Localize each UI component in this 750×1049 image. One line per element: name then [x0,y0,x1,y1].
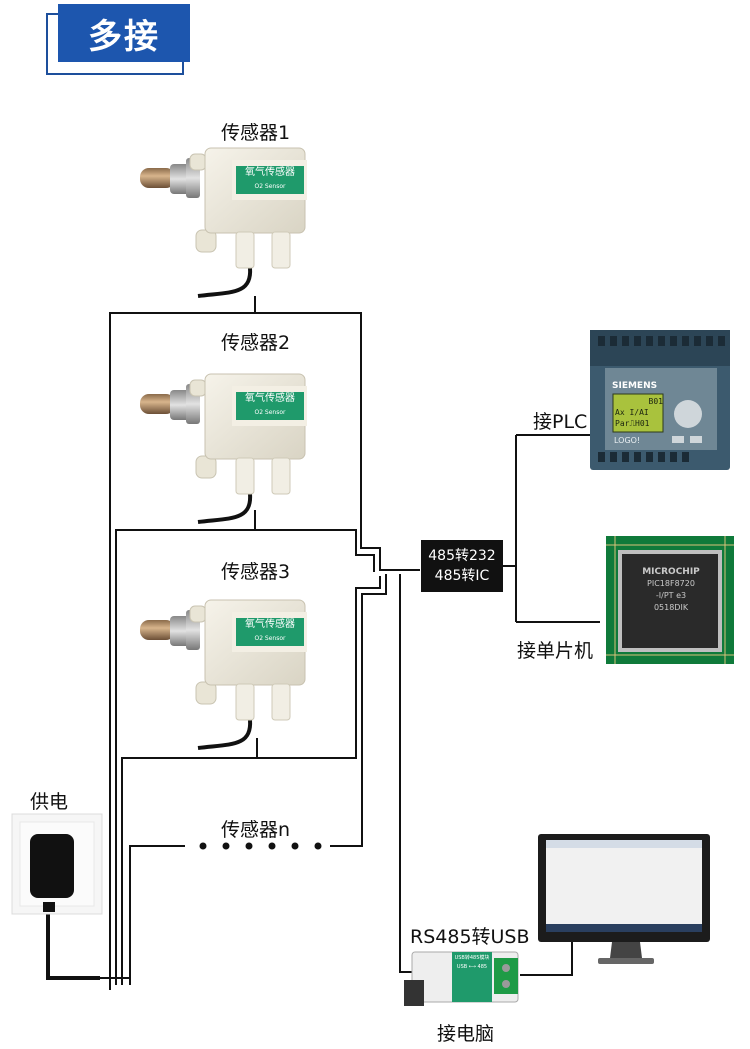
sensor-1-badge-subtext: O2 Sensor [254,183,286,190]
converter-line-2: 485转IC [434,568,490,584]
plc-logo: LOGO! [614,436,641,445]
sensor-3-badge: 氧气传感器 O2 Sensor [236,618,304,646]
bus-wires [46,296,600,990]
sensor-1-badge: 氧气传感器 O2 Sensor [236,166,304,194]
mcu-chip-line-1: MICROCHIP [642,567,700,577]
sensor-device [140,147,307,298]
sensor-n-dots [199,842,322,850]
sensor-3-badge-text: 氧气传感器 [245,619,295,630]
plc-lcd-line-3: Par⎍H01 [615,419,650,428]
sensor-2-badge-subtext: O2 Sensor [254,409,286,416]
sensor-1-badge-text: 氧气传感器 [245,167,295,178]
mcu-chip-line-2: PIC18F8720 [647,579,695,588]
pc-monitor [538,834,710,964]
usb-module-line-2: USB ⟷ 485 [456,964,488,970]
plc-lcd-line-1: B01 [648,397,663,406]
mcu-chip-line-3: -I/PT e3 [655,591,687,600]
sensor-2-badge-text: 氧气传感器 [245,393,295,404]
plc-lcd: B01 Ax I/AI Par⎍H01 [615,396,663,429]
sensor-1-label: 传感器1 [221,122,291,144]
mcu-board [606,536,734,664]
mcu-chip-line-4: 0518DIK [653,603,689,612]
plc-label: 接PLC [533,411,588,433]
usb-module-text: USB转485模块 USB ⟷ 485 [452,954,492,972]
usb-module-line-1: USB转485模块 [454,955,490,961]
converter-box: 485转232 485转IC [421,540,503,592]
plc-lcd-line-2: Ax I/AI [615,408,649,417]
plc-device [590,330,730,470]
power-socket [11,813,103,915]
mcu-chip-text: MICROCHIP PIC18F8720 -I/PT e3 0518DIK [628,566,714,614]
pc-label: 接电脑 [437,1023,495,1045]
mcu-label: 接单片机 [517,640,594,662]
sensor-n-label: 传感器n [221,819,291,841]
page-title: 多接 [58,4,190,62]
usb-module [404,951,519,1006]
usb-label: RS485转USB [410,926,530,948]
converter-line-1: 485转232 [428,548,496,564]
sensor-2-label: 传感器2 [221,332,291,354]
sensor-3-badge-subtext: O2 Sensor [254,635,286,642]
power-label: 供电 [30,791,69,813]
sensor-3-label: 传感器3 [221,561,291,583]
plc-brand: SIEMENS [612,381,658,391]
sensor-2-badge: 氧气传感器 O2 Sensor [236,392,304,420]
